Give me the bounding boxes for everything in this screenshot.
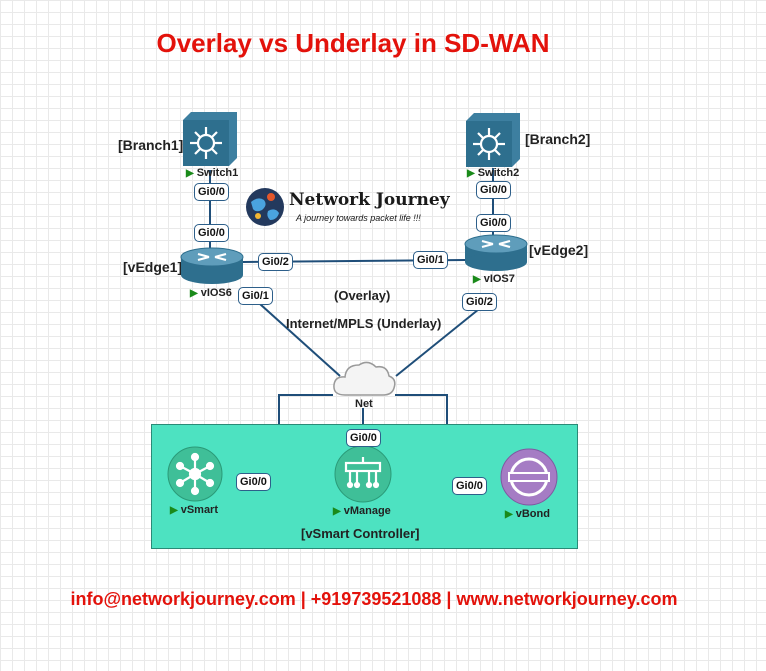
port-vedge2-gi02[interactable]: Gi0/2: [462, 293, 497, 311]
vbond-icon[interactable]: [500, 448, 558, 511]
overlay-label: (Overlay): [334, 288, 391, 303]
port-vedge2-gi01[interactable]: Gi0/1: [413, 251, 448, 269]
vedge1-label: ▶vIOS6: [190, 287, 232, 299]
link-vedge1-cloud: [249, 294, 341, 377]
port-vsmart-gi00[interactable]: Gi0/0: [236, 473, 271, 491]
switch2-label: ▶Switch2: [467, 167, 520, 179]
globe-icon: [246, 188, 284, 226]
port-vbond-gi00[interactable]: Gi0/0: [452, 477, 487, 495]
switch1-icon[interactable]: [183, 112, 237, 171]
vedge2-site-label: [vEdge2]: [529, 242, 589, 258]
router-vedge2-icon[interactable]: [464, 234, 528, 277]
vbond-label: ▶vBond: [505, 508, 550, 520]
switch2-icon[interactable]: [466, 113, 520, 172]
footer-contact[interactable]: info@networkjourney.com | +919739521088 …: [70, 589, 678, 609]
vmanage-icon[interactable]: [334, 445, 392, 508]
port-vedge1-gi02[interactable]: Gi0/2: [258, 253, 293, 271]
vsmart-label: ▶vSmart: [170, 504, 218, 516]
page-title: Overlay vs Underlay in SD-WAN: [156, 28, 550, 58]
vedge2-label: ▶vIOS7: [473, 273, 515, 285]
port-vedge1-gi01[interactable]: Gi0/1: [238, 287, 273, 305]
port-vedge1-gi00[interactable]: Gi0/0: [194, 224, 229, 242]
switch1-label: ▶Switch1: [186, 167, 239, 179]
port-switch2-gi00[interactable]: Gi0/0: [476, 181, 511, 199]
cloud-label: Net: [355, 398, 373, 410]
port-vedge2-gi00[interactable]: Gi0/0: [476, 214, 511, 232]
port-switch1-gi00[interactable]: Gi0/0: [194, 183, 229, 201]
port-vmanage-gi00[interactable]: Gi0/0: [346, 429, 381, 447]
cloud-icon[interactable]: [331, 357, 397, 404]
branch2-label: [Branch2]: [525, 131, 591, 147]
underlay-label: Internet/MPLS (Underlay): [286, 316, 442, 331]
vsmart-icon[interactable]: [167, 446, 223, 507]
vmanage-label: ▶vManage: [333, 505, 391, 517]
router-vedge1-icon[interactable]: [180, 247, 244, 290]
logo-name: Network Journey: [289, 190, 450, 210]
logo-tagline: A journey towards packet life !!!: [296, 213, 421, 223]
branch1-label: [Branch1]: [118, 137, 184, 153]
controller-group-label: [vSmart Controller]: [301, 526, 420, 541]
link-vedge2-cloud: [395, 304, 485, 377]
logo: [244, 186, 286, 233]
vedge1-site-label: [vEdge1]: [123, 259, 183, 275]
